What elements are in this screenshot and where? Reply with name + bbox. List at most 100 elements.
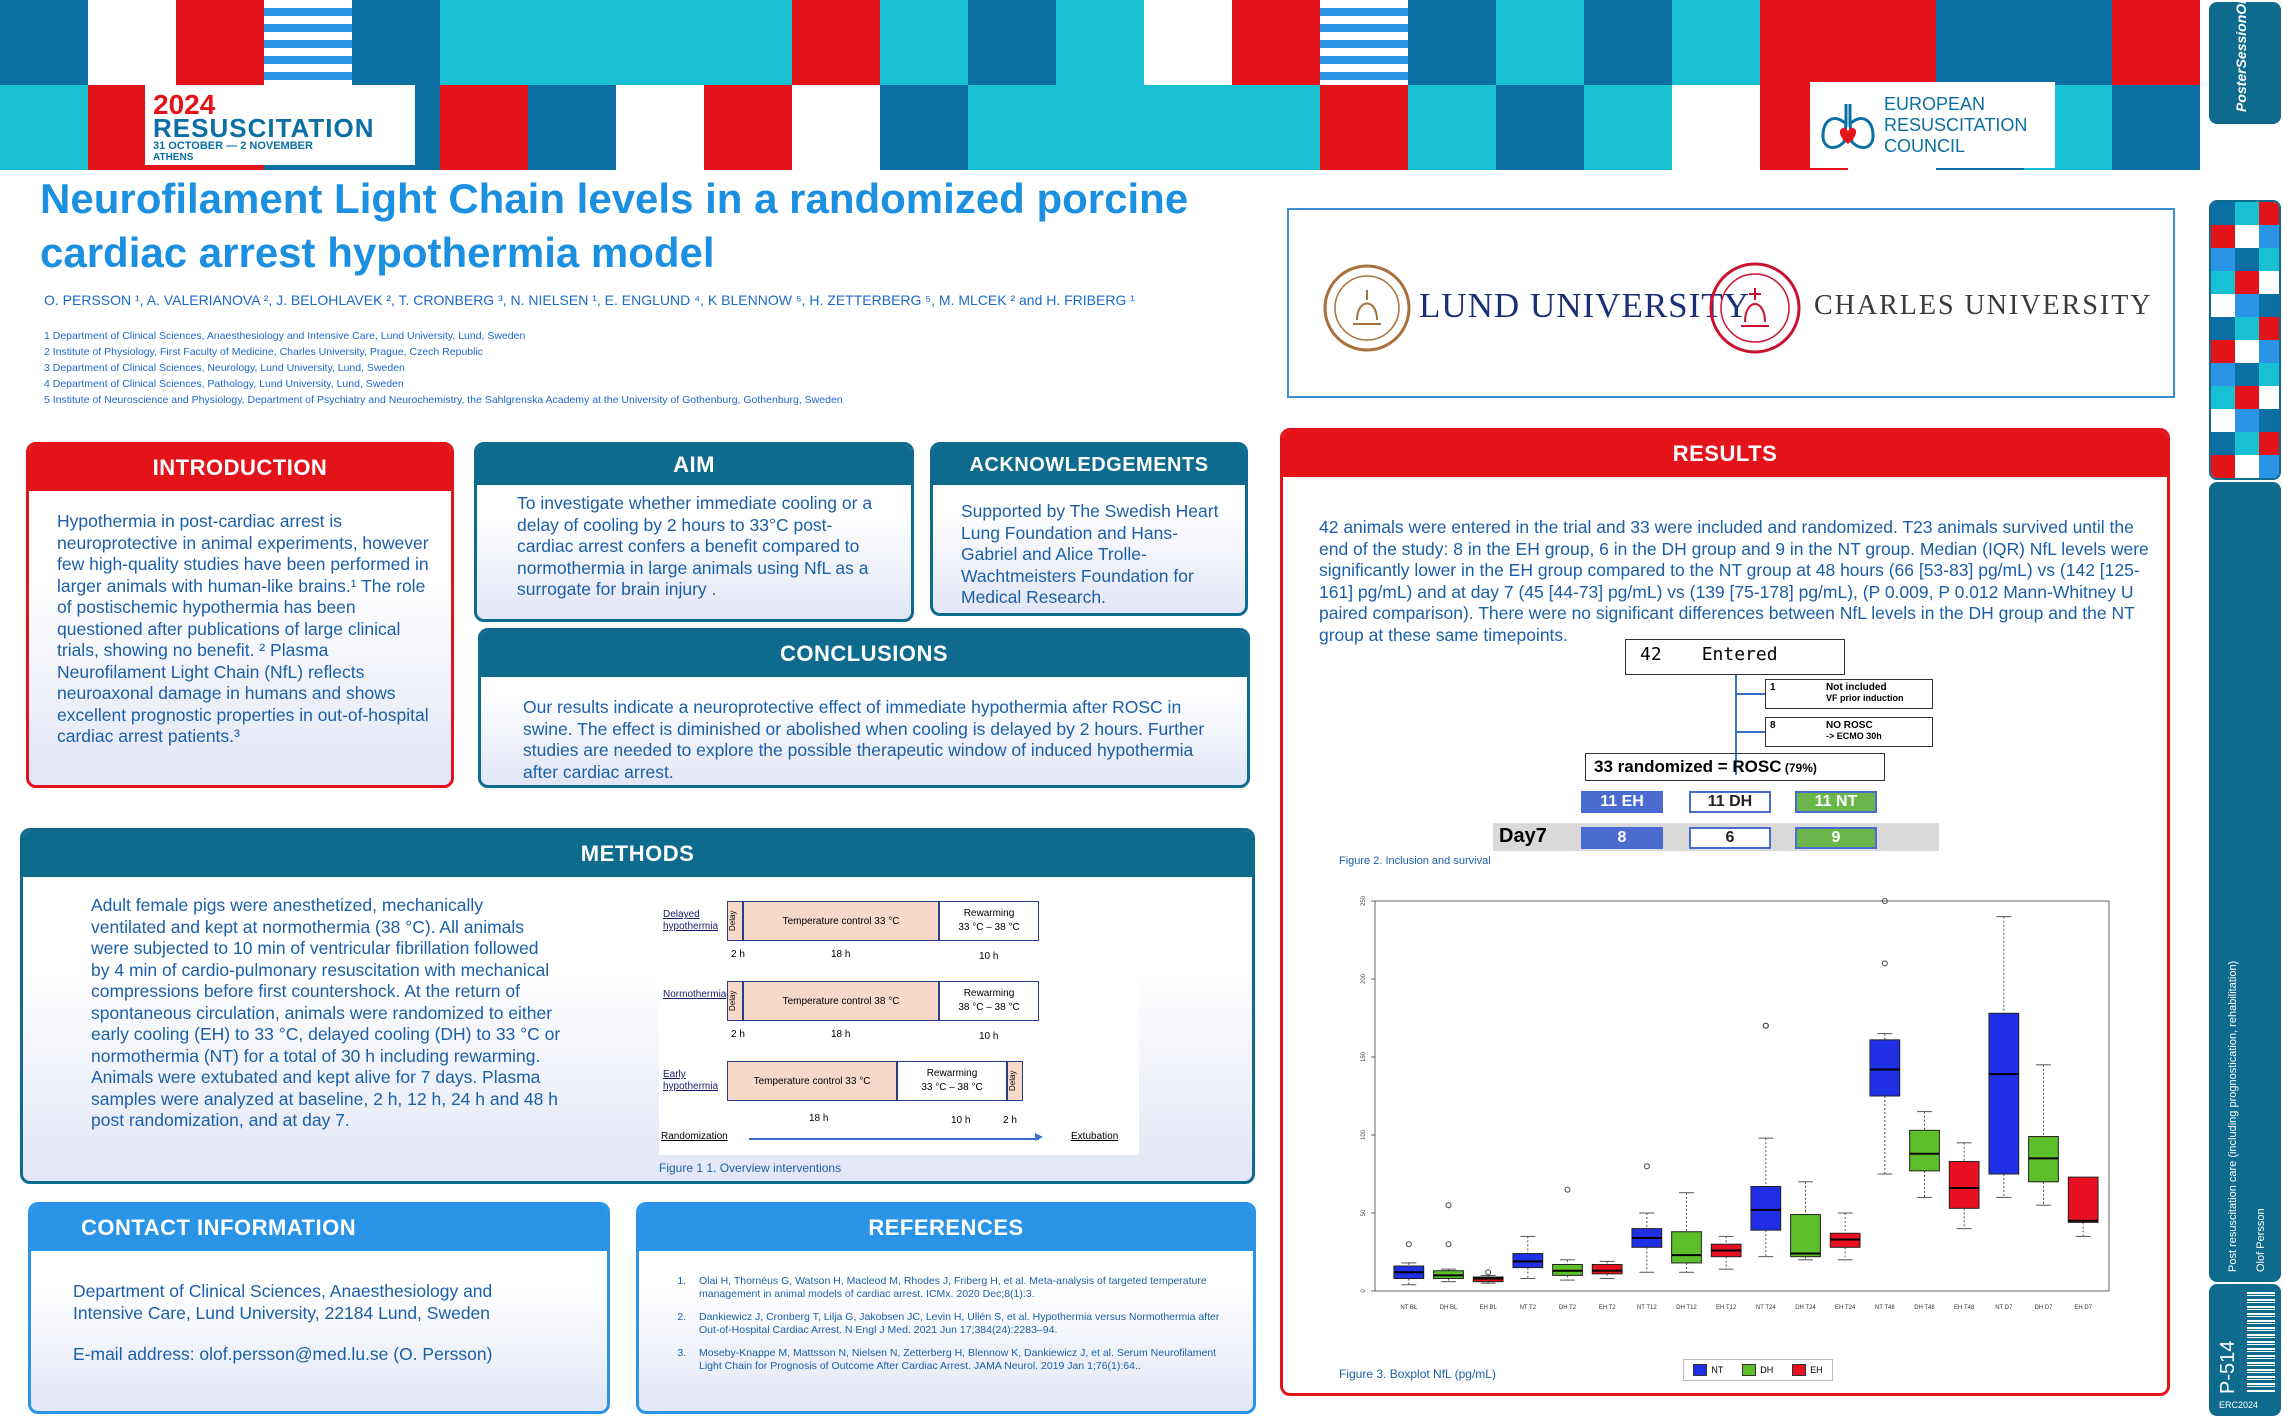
flow-line xyxy=(1735,731,1765,733)
time-label: 18 h xyxy=(831,949,851,960)
legend-swatch xyxy=(1742,1364,1757,1376)
box xyxy=(1790,1214,1821,1258)
banner-tile xyxy=(616,85,704,170)
banner-tile xyxy=(176,0,264,85)
contact-address: Department of Clinical Sciences, Anaesth… xyxy=(73,1281,493,1323)
x-tick-label: NT T2 xyxy=(1520,1305,1537,1311)
lund-university-name: LUND UNIVERSITY xyxy=(1419,286,1750,325)
thumb-tile xyxy=(2235,317,2259,340)
affiliation-1: 1 Department of Clinical Sciences, Anaes… xyxy=(44,330,526,342)
university-logos: LUND UNIVERSITY CHARLES UNIVERSITY xyxy=(1287,208,2175,398)
banner-tile xyxy=(1408,85,1496,170)
conclusions-panel: CONCLUSIONS Our results indicate a neuro… xyxy=(478,628,1250,788)
x-tick-label: EH T12 xyxy=(1716,1305,1737,1311)
timeline-arrow xyxy=(749,1138,1039,1140)
legend-label: NT xyxy=(1711,1365,1724,1375)
banner-tile xyxy=(616,0,704,85)
delay-box: Delay xyxy=(727,901,743,941)
flow-line xyxy=(1735,693,1765,695)
arrow-head-icon xyxy=(1035,1133,1043,1141)
banner-tile xyxy=(0,0,88,85)
x-tick-label: DH T2 xyxy=(1559,1305,1577,1311)
x-tick-label: EH T2 xyxy=(1599,1305,1617,1311)
thumb-tile xyxy=(2211,386,2235,409)
banner-tile xyxy=(1672,85,1760,170)
time-label: 10 h xyxy=(951,1115,971,1126)
thumb-tile xyxy=(2235,363,2259,386)
banner-tile xyxy=(968,85,1056,170)
y-tick-label: 250 xyxy=(1361,895,1367,906)
thumb-tile xyxy=(2211,225,2235,248)
time-label: 18 h xyxy=(809,1113,829,1124)
thumb-tile xyxy=(2211,317,2235,340)
banner-tile xyxy=(1232,85,1320,170)
thumb-tile xyxy=(2211,432,2235,455)
banner-tile xyxy=(1672,0,1760,85)
thumb-tile xyxy=(2211,248,2235,271)
thumb-tile xyxy=(2235,271,2259,294)
banner-tile xyxy=(792,85,880,170)
brand-box[interactable]: PosterSessionOnline xyxy=(2209,0,2281,124)
poster-id: P-514 xyxy=(2217,1340,2239,1394)
brand-name: PosterSessionOnline xyxy=(2233,0,2249,112)
thumb-tile xyxy=(2211,363,2235,386)
aim-panel: AIM To investigate whether immediate coo… xyxy=(474,442,914,622)
y-tick-label: 50 xyxy=(1361,1209,1367,1216)
thumb-tile xyxy=(2235,294,2259,317)
outlier-point xyxy=(1762,1022,1769,1029)
conference-name: RESUSCITATION xyxy=(153,113,375,143)
x-tick-label: NT D7 xyxy=(1995,1305,2013,1311)
figure3-caption: Figure 3. Boxplot NfL (pg/mL) xyxy=(1339,1367,1496,1381)
contact-heading: CONTACT INFORMATION xyxy=(31,1205,607,1251)
thumb-tile xyxy=(2211,294,2235,317)
x-tick-label: NT BL xyxy=(1400,1305,1418,1311)
banner-tile xyxy=(2112,85,2200,170)
thumb-tile xyxy=(2235,248,2259,271)
legend-label: DH xyxy=(1760,1365,1774,1375)
time-label: 2 h xyxy=(1003,1115,1017,1126)
x-tick-label: DH T48 xyxy=(1914,1305,1935,1311)
outlier-point xyxy=(1485,1269,1492,1276)
row-label: Early hypothermia xyxy=(663,1069,719,1092)
affiliation-2: 2 Institute of Physiology, First Faculty… xyxy=(44,346,484,358)
x-tick-label: NT T12 xyxy=(1637,1305,1657,1311)
banner-tile xyxy=(440,0,528,85)
y-tick-label: 150 xyxy=(1361,1051,1367,1062)
group-box: 11 DH xyxy=(1689,791,1771,813)
banner-tile xyxy=(1496,85,1584,170)
y-tick-label: 0 xyxy=(1361,1289,1367,1293)
results-panel: RESULTS 42 animals were entered in the t… xyxy=(1280,428,2170,1396)
thumb-tile xyxy=(2211,271,2235,294)
control-box: Temperature control 33 °C xyxy=(727,1061,897,1101)
thumb-tile xyxy=(2259,455,2279,478)
banner-tile xyxy=(1496,0,1584,85)
row-label: Normothermia xyxy=(663,989,727,1000)
outlier-point xyxy=(1564,1186,1571,1193)
methods-heading: METHODS xyxy=(23,831,1252,877)
thumb-tile xyxy=(2259,386,2279,409)
y-tick-label: 200 xyxy=(1361,973,1367,984)
banner-tile xyxy=(1584,0,1672,85)
thumb-tile xyxy=(2211,202,2235,225)
affiliation-5: 5 Institute of Neuroscience and Physiolo… xyxy=(44,394,843,406)
banner-tile xyxy=(1584,85,1672,170)
poster-category: Post resuscitation care (including progn… xyxy=(2227,960,2239,1272)
thumb-tile xyxy=(2211,455,2235,478)
info-strip: Post resuscitation care (including progn… xyxy=(2209,482,2281,1282)
thumb-tile xyxy=(2235,455,2259,478)
box xyxy=(1591,1263,1623,1275)
poster-thumbnail[interactable] xyxy=(2209,200,2281,480)
banner-tile xyxy=(704,0,792,85)
lungs-heart-icon xyxy=(1821,104,1875,150)
outlier-point xyxy=(1881,960,1888,967)
introduction-heading: INTRODUCTION xyxy=(29,445,451,491)
time-label: 2 h xyxy=(731,1029,745,1040)
entered-count: 42 xyxy=(1640,644,1662,665)
time-label: 10 h xyxy=(979,1031,999,1042)
thumb-tile xyxy=(2259,432,2279,455)
aim-text: To investigate whether immediate cooling… xyxy=(517,493,873,599)
